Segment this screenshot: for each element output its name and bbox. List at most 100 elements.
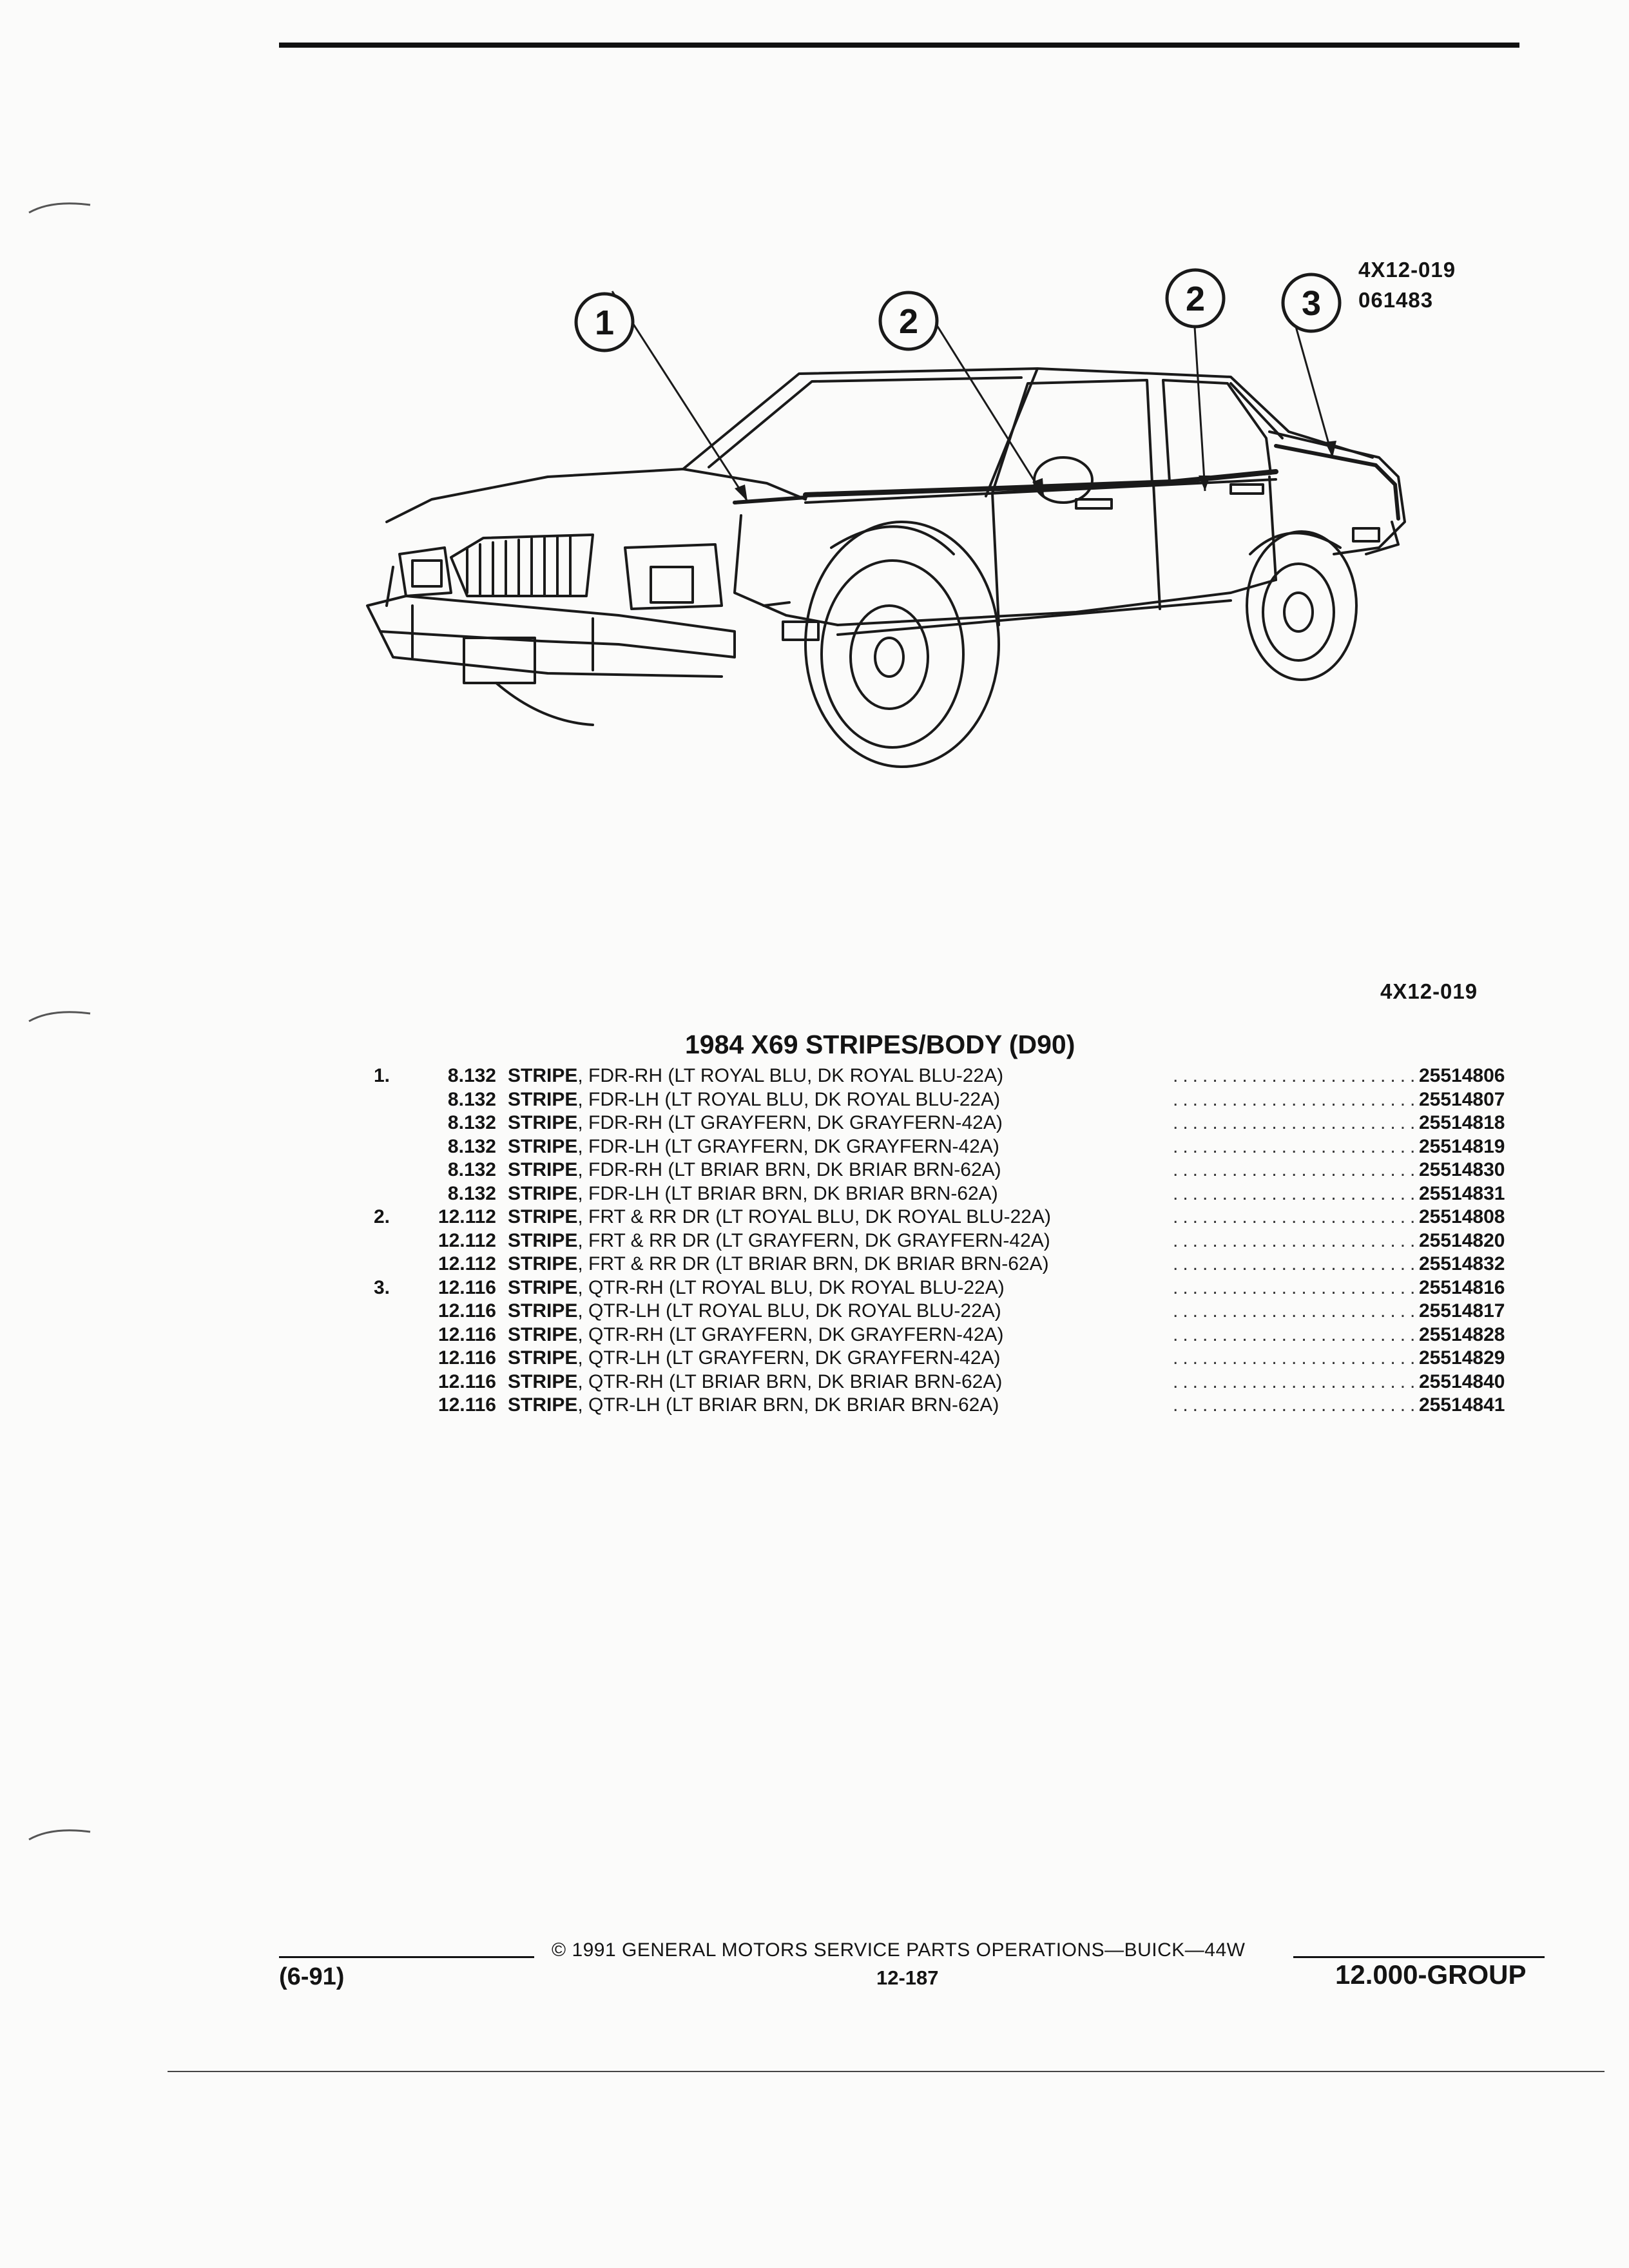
callout-1: 1 bbox=[595, 303, 614, 342]
part-number: 25514840 bbox=[1415, 1370, 1505, 1394]
group-number: 8.132 bbox=[447, 1088, 496, 1110]
part-detail: , FDR-LH (LT GRAYFERN, DK GRAYFERN-42A) bbox=[577, 1135, 999, 1157]
part-name: STRIPE bbox=[508, 1206, 578, 1227]
rear-door-window bbox=[1162, 379, 1272, 483]
part-name: STRIPE bbox=[508, 1065, 578, 1086]
margin-mark bbox=[28, 1829, 91, 1841]
part-number: 25514831 bbox=[1415, 1182, 1505, 1206]
group-label: 12.000-GROUP bbox=[1335, 1959, 1527, 1990]
part-detail: , FDR-LH (LT BRIAR BRN, DK BRIAR BRN-62A… bbox=[577, 1182, 998, 1204]
body-side bbox=[733, 514, 839, 626]
part-number: 25514832 bbox=[1415, 1253, 1505, 1276]
rear-quarter bbox=[1268, 430, 1406, 555]
part-name: STRIPE bbox=[508, 1276, 578, 1298]
part-number: 25514841 bbox=[1415, 1394, 1505, 1417]
part-name: STRIPE bbox=[508, 1370, 578, 1392]
grille bbox=[450, 533, 594, 597]
group-number: 12.116 bbox=[438, 1347, 496, 1369]
part-detail: , FDR-RH (LT ROYAL BLU, DK ROYAL BLU-22A… bbox=[577, 1065, 1004, 1086]
illustration-number: 1. bbox=[374, 1065, 390, 1086]
parts-row: 8.132 STRIPE , FDR-RH (LT BRIAR BRN, DK B… bbox=[361, 1158, 1534, 1182]
parts-row: 12.116 STRIPE , QTR-LH (LT GRAYFERN, DK G… bbox=[361, 1347, 1534, 1370]
group-number: 8.132 bbox=[447, 1065, 496, 1086]
part-name: STRIPE bbox=[508, 1112, 578, 1133]
margin-mark bbox=[28, 202, 91, 214]
part-number: 25514818 bbox=[1415, 1111, 1505, 1135]
parts-row: 12.116 STRIPE , QTR-LH (LT BRIAR BRN, DK … bbox=[361, 1394, 1534, 1418]
rear-tire bbox=[1246, 530, 1358, 681]
part-name: STRIPE bbox=[508, 1229, 578, 1251]
car-illustration: 1 2 2 3 bbox=[366, 268, 1406, 768]
margin-mark bbox=[28, 1011, 91, 1023]
figure-code: 4X12-019 bbox=[1380, 979, 1478, 1003]
parts-row: 12.116 STRIPE , QTR-RH (LT BRIAR BRN, DK … bbox=[361, 1370, 1534, 1394]
top-rule bbox=[279, 43, 1519, 48]
part-name: STRIPE bbox=[508, 1135, 578, 1157]
leader-2b bbox=[1191, 296, 1206, 492]
part-number: 25514820 bbox=[1415, 1229, 1505, 1253]
stripe-door bbox=[803, 469, 1278, 497]
copyright: © 1991 GENERAL MOTORS SERVICE PARTS OPER… bbox=[552, 1939, 1246, 1961]
figure-ref-date: 061483 bbox=[1358, 288, 1434, 312]
part-number: 25514819 bbox=[1415, 1135, 1505, 1158]
group-number: 12.116 bbox=[438, 1394, 496, 1416]
part-detail: , QTR-LH (LT ROYAL BLU, DK ROYAL BLU-22A… bbox=[577, 1300, 1001, 1321]
group-number: 12.112 bbox=[438, 1206, 496, 1227]
part-detail: , QTR-LH (LT BRIAR BRN, DK BRIAR BRN-62A… bbox=[577, 1394, 999, 1416]
callout-2: 2 bbox=[1186, 280, 1205, 318]
part-detail: , FDR-RH (LT BRIAR BRN, DK BRIAR BRN-62A… bbox=[577, 1159, 1001, 1180]
part-name: STRIPE bbox=[508, 1300, 578, 1321]
page-number: 12-187 bbox=[876, 1966, 939, 1989]
part-detail: , FRT & RR DR (LT BRIAR BRN, DK BRIAR BR… bbox=[577, 1253, 1049, 1274]
parts-row: 12.112 STRIPE , FRT & RR DR (LT GRAYFERN,… bbox=[361, 1229, 1534, 1253]
headlamp-right bbox=[624, 543, 723, 610]
part-number: 25514807 bbox=[1415, 1088, 1505, 1111]
part-detail: , FRT & RR DR (LT GRAYFERN, DK GRAYFERN-… bbox=[577, 1229, 1050, 1251]
group-number: 12.112 bbox=[438, 1253, 496, 1274]
group-number: 12.116 bbox=[438, 1276, 496, 1298]
group-number: 12.116 bbox=[438, 1370, 496, 1392]
front-tire bbox=[804, 521, 1000, 768]
bottom-rule bbox=[168, 2071, 1605, 2072]
part-name: STRIPE bbox=[508, 1182, 578, 1204]
group-number: 8.132 bbox=[447, 1112, 496, 1133]
illustration-number: 2. bbox=[374, 1206, 390, 1227]
revision-date: (6-91) bbox=[279, 1963, 345, 1990]
callout-2: 2 bbox=[899, 302, 918, 341]
part-detail: , QTR-RH (LT BRIAR BRN, DK BRIAR BRN-62A… bbox=[577, 1370, 1003, 1392]
group-number: 12.116 bbox=[438, 1323, 496, 1345]
group-number: 12.112 bbox=[438, 1229, 496, 1251]
part-name: STRIPE bbox=[508, 1347, 578, 1369]
part-name: STRIPE bbox=[508, 1088, 578, 1110]
leader-1 bbox=[611, 291, 749, 502]
part-number: 25514806 bbox=[1415, 1064, 1505, 1088]
part-number: 25514828 bbox=[1415, 1323, 1505, 1347]
part-name: STRIPE bbox=[508, 1253, 578, 1274]
part-detail: , QTR-RH (LT ROYAL BLU, DK ROYAL BLU-22A… bbox=[577, 1276, 1005, 1298]
part-detail: , QTR-LH (LT GRAYFERN, DK GRAYFERN-42A) bbox=[577, 1347, 1001, 1369]
parts-row: 12.112 STRIPE , FRT & RR DR (LT BRIAR BRN… bbox=[361, 1253, 1534, 1276]
stripe-fender bbox=[733, 495, 807, 505]
part-name: STRIPE bbox=[508, 1394, 578, 1416]
part-detail: , FRT & RR DR (LT ROYAL BLU, DK ROYAL BL… bbox=[577, 1206, 1051, 1227]
part-number: 25514830 bbox=[1415, 1158, 1505, 1182]
group-number: 8.132 bbox=[447, 1159, 496, 1180]
part-name: STRIPE bbox=[508, 1323, 578, 1345]
license-plate bbox=[463, 637, 536, 684]
parts-row: 2. 12.112 STRIPE , FRT & RR DR (LT ROYAL B… bbox=[361, 1206, 1534, 1229]
figure-ref-code: 4X12-019 bbox=[1358, 258, 1456, 282]
front-door-window bbox=[991, 379, 1153, 494]
group-number: 12.116 bbox=[438, 1300, 496, 1321]
footer-rule bbox=[279, 1956, 534, 1958]
parts-row: 1. 8.132 STRIPE , FDR-RH (LT ROYAL BLU, DK… bbox=[361, 1064, 1534, 1088]
hood-outline bbox=[385, 468, 807, 523]
part-name: STRIPE bbox=[508, 1159, 578, 1180]
parts-row: 12.116 STRIPE , QTR-LH (LT ROYAL BLU, DK … bbox=[361, 1300, 1534, 1323]
